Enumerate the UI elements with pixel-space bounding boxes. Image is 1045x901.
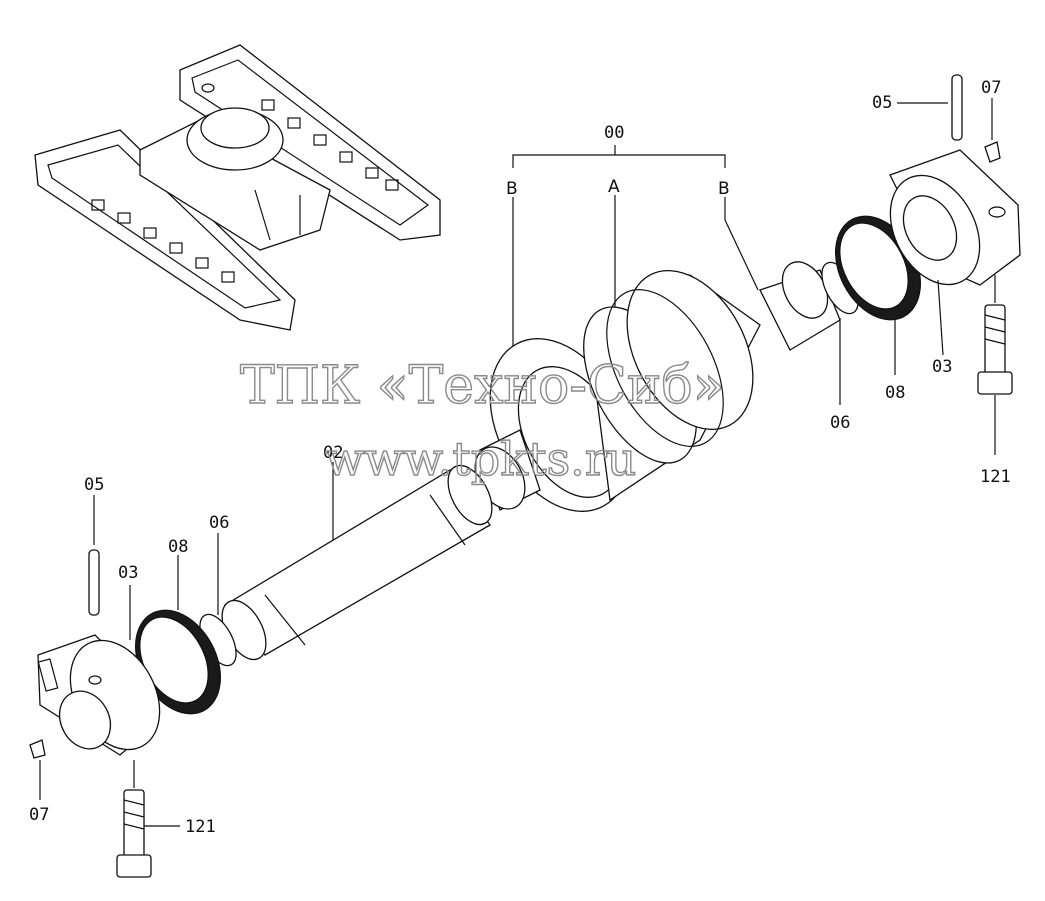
watermark-company: ТПК «Техно-Сиб» bbox=[240, 356, 725, 416]
seal-right bbox=[835, 215, 921, 321]
label-collar-left: 03 bbox=[118, 563, 138, 583]
bolt-left bbox=[116, 760, 180, 878]
label-seal-left: 08 bbox=[168, 537, 188, 557]
label-bolt-right: 121 bbox=[980, 467, 1011, 487]
collar-right bbox=[889, 149, 1021, 286]
label-oring-left: 06 bbox=[209, 513, 229, 533]
plug-right bbox=[984, 98, 1001, 163]
label-oring-right: 06 bbox=[830, 413, 850, 433]
bushing-right bbox=[759, 261, 841, 351]
label-seal-right: 08 bbox=[885, 383, 905, 403]
collar-left bbox=[37, 634, 161, 756]
leader-lines bbox=[129, 279, 944, 640]
label-collar-right: 03 bbox=[932, 357, 952, 377]
label-bolt-left: 121 bbox=[185, 817, 216, 837]
pin-left bbox=[88, 495, 100, 616]
bolt-right bbox=[977, 275, 1013, 455]
pin-right bbox=[897, 74, 963, 141]
watermark-url: www.tpkts.ru bbox=[325, 432, 636, 486]
label-plug-right: 07 bbox=[981, 78, 1001, 98]
plug-left bbox=[29, 739, 46, 800]
label-sub-b-right: B bbox=[718, 179, 730, 199]
track-frame-illustration bbox=[34, 44, 441, 331]
label-shaft: 02 bbox=[323, 443, 343, 463]
label-pin-left: 05 bbox=[84, 475, 104, 495]
label-plug-left: 07 bbox=[29, 805, 49, 825]
label-sub-b-left: B bbox=[506, 179, 518, 199]
label-pin-right: 05 bbox=[872, 93, 892, 113]
seal-left bbox=[135, 609, 221, 715]
label-sub-a: A bbox=[608, 177, 620, 197]
shaft bbox=[221, 464, 493, 661]
label-assembly: 00 bbox=[604, 123, 624, 143]
